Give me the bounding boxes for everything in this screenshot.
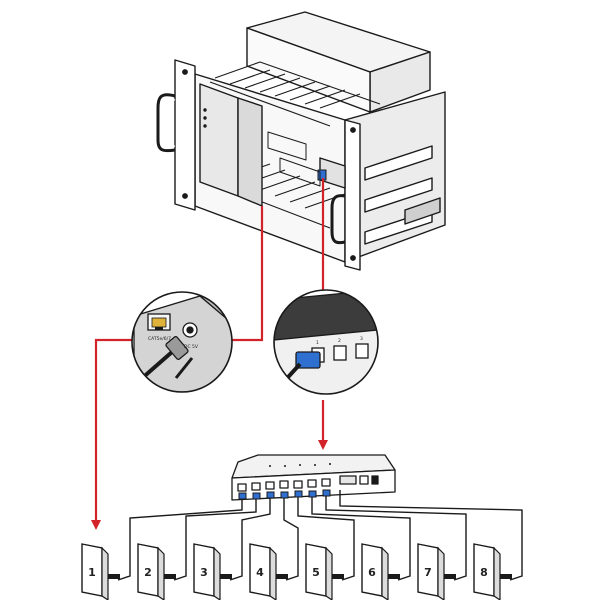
rj45-port-icon	[147, 313, 171, 331]
wallplate-8: 8	[473, 543, 512, 602]
wallplate-6: 6	[361, 543, 400, 602]
arrow-down-icon	[318, 440, 328, 450]
arrow-down-icon	[91, 520, 101, 530]
callout-port-number-3: 3	[360, 336, 363, 342]
rack-chassis-icon	[156, 11, 446, 271]
left-callout: CAT5e/6/7 DC 5V	[131, 291, 233, 393]
wallplate-4: 4	[249, 543, 288, 602]
ethernet-cables	[117, 490, 523, 581]
port-label: CAT5e/6/7	[148, 336, 171, 342]
dc-power-jack-icon	[182, 322, 198, 338]
rj45-connector-icon	[295, 351, 321, 369]
wallplate-label: 4	[256, 566, 264, 579]
wallplates: 1 2 3 4 5 6	[81, 543, 512, 602]
wallplate-label: 1	[88, 566, 96, 579]
wallplate-label: 6	[368, 566, 376, 579]
wallplate-1: 1	[81, 543, 120, 602]
wallplate-2: 2	[137, 543, 176, 602]
wallplate-label: 5	[312, 566, 320, 579]
right-callout: 1 2 3	[273, 289, 379, 395]
connection-lines	[94, 178, 325, 520]
callout-port-number-2: 2	[338, 338, 341, 344]
wallplate-3: 3	[193, 543, 232, 602]
red-line-chassis-to-left-callout	[232, 206, 264, 342]
callout-port-number-1: 1	[316, 340, 319, 346]
wallplate-5: 5	[305, 543, 344, 602]
wallplate-label: 3	[200, 566, 208, 579]
wallplate-label: 8	[480, 566, 488, 579]
wallplate-7: 7	[417, 543, 456, 602]
wallplate-label: 7	[424, 566, 432, 579]
dc-label: DC 5V	[184, 344, 199, 350]
red-line-left-callout-to-wallplate	[94, 338, 133, 520]
wallplate-label: 2	[144, 566, 152, 579]
